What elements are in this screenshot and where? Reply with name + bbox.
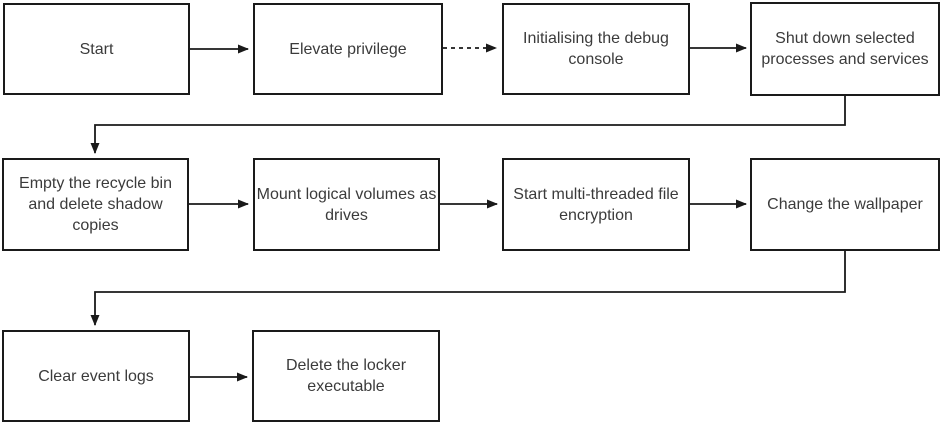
flow-node-label: Mount logical volumes as drives: [256, 185, 437, 224]
flow-node-label: Shut down selected processes and service…: [761, 30, 929, 68]
flow-node-label: Start: [79, 40, 114, 58]
flow-node-shutdown-processes: Shut down selected processes and service…: [750, 2, 940, 96]
edge-change-wallpaper-to-clear-event-logs: [90, 251, 846, 326]
flow-node-label: Delete the locker executable: [285, 357, 407, 395]
flow-node-change-wallpaper: Change the wallpaper: [750, 158, 940, 251]
flow-node-label: Elevate privilege: [289, 40, 407, 58]
flow-node-empty-recycle-bin: Empty the recycle bin and delete shadow …: [2, 158, 189, 251]
flow-node-start-encryption: Start multi-threaded file encryption: [502, 158, 690, 251]
flow-node-label: Change the wallpaper: [767, 196, 923, 213]
flow-node-delete-locker: Delete the locker executable: [252, 330, 440, 422]
flow-node-start: Start: [3, 3, 190, 95]
flow-node-label: Clear event logs: [38, 367, 154, 385]
flow-node-mount-volumes: Mount logical volumes as drives: [253, 158, 440, 251]
edge-shutdown-processes-to-empty-recycle-bin: [90, 96, 846, 154]
flow-node-label: Empty the recycle bin and delete shadow …: [19, 175, 172, 234]
flow-node-label: Initialising the debug console: [523, 30, 669, 68]
flow-node-elevate-privilege: Elevate privilege: [253, 3, 443, 95]
flow-node-init-debug-console: Initialising the debug console: [502, 3, 690, 95]
flow-node-clear-event-logs: Clear event logs: [2, 330, 190, 422]
flow-node-label: Start multi-threaded file encryption: [513, 185, 679, 224]
